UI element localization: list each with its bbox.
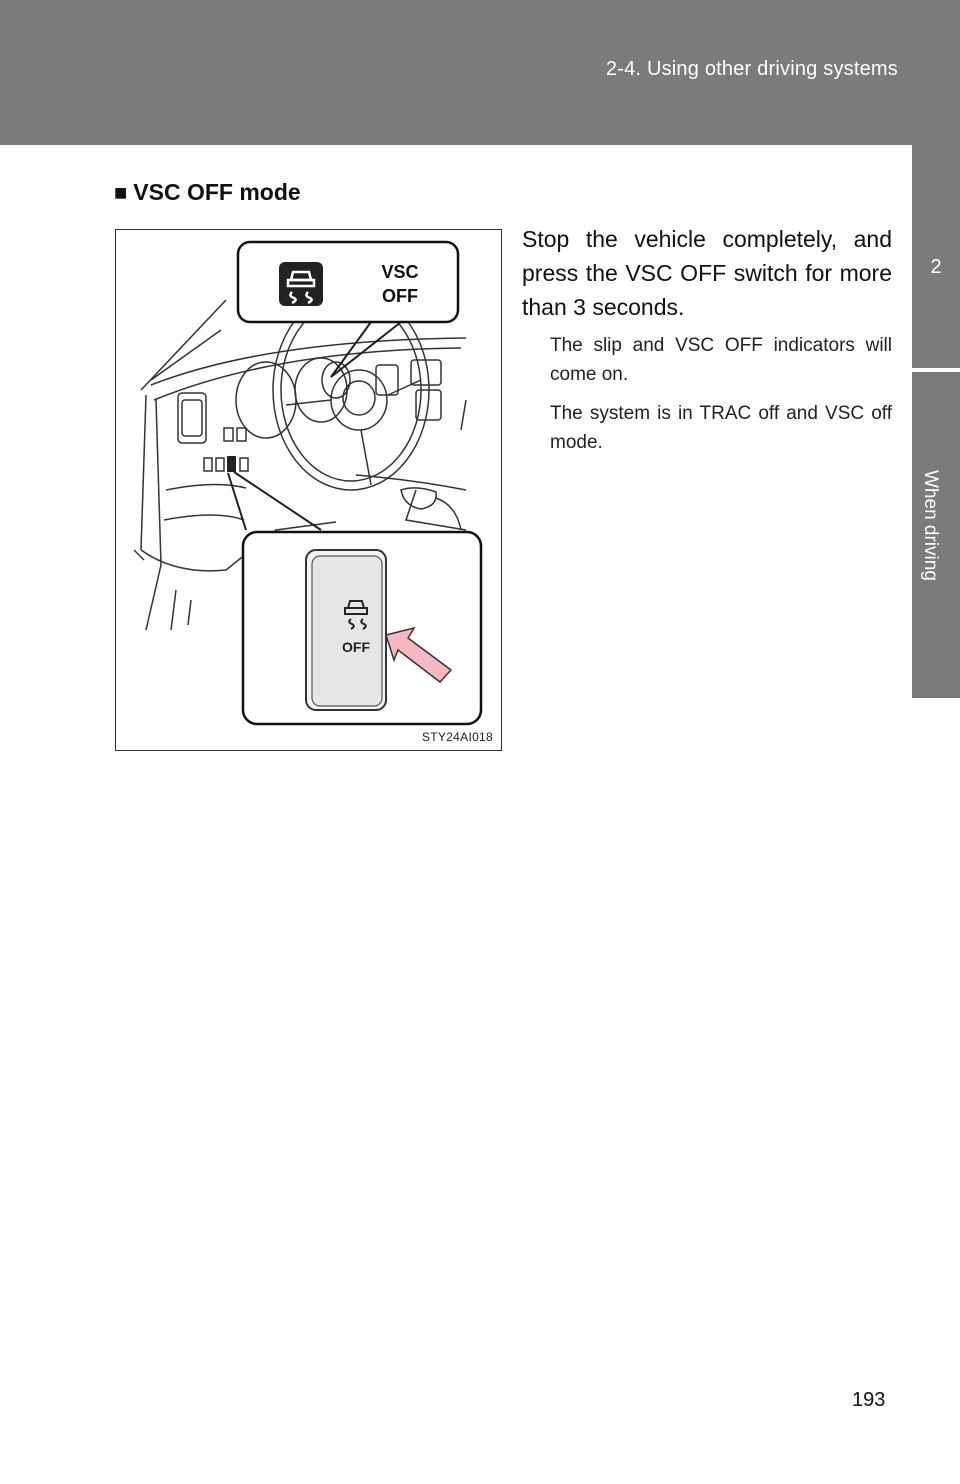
dashboard-vsc-switch [227,456,236,472]
chapter-tab-divider [912,368,960,372]
switch-off-label: OFF [342,639,370,655]
vsc-slip-indicator-icon [279,262,323,306]
chapter-tab [912,145,960,698]
section-breadcrumb: 2-4. Using other driving systems [605,58,898,80]
section-heading: ■VSC OFF mode [114,179,301,206]
page-number: 193 [852,1389,886,1411]
instruction-note-1: The slip and VSC OFF indicators will com… [550,335,892,385]
heading-text: VSC OFF mode [133,179,301,205]
callout-leader-lower [233,471,322,531]
indicator-label-line2: OFF [382,286,418,306]
figure-code: STY24AI018 [421,730,493,744]
instruction-note-2: The system is in TRAC off and VSC off mo… [550,403,892,453]
header-band [0,0,960,145]
dashboard-drawing: VSC OFF OFF [133,240,483,726]
indicator-callout [236,240,460,324]
dashboard-illustration: VSC OFF OFF STY24AI018 [115,229,502,751]
chapter-number: 2 [930,256,942,278]
press-arrow-icon [385,626,453,684]
vsc-off-switch-icon [344,600,368,630]
indicator-label-line1: VSC [381,262,418,282]
chapter-label: When driving [920,470,941,581]
callout-leader-upper [330,321,372,378]
instruction-main: Stop the vehicle completely, and press t… [522,226,892,320]
heading-square-icon: ■ [114,180,128,205]
